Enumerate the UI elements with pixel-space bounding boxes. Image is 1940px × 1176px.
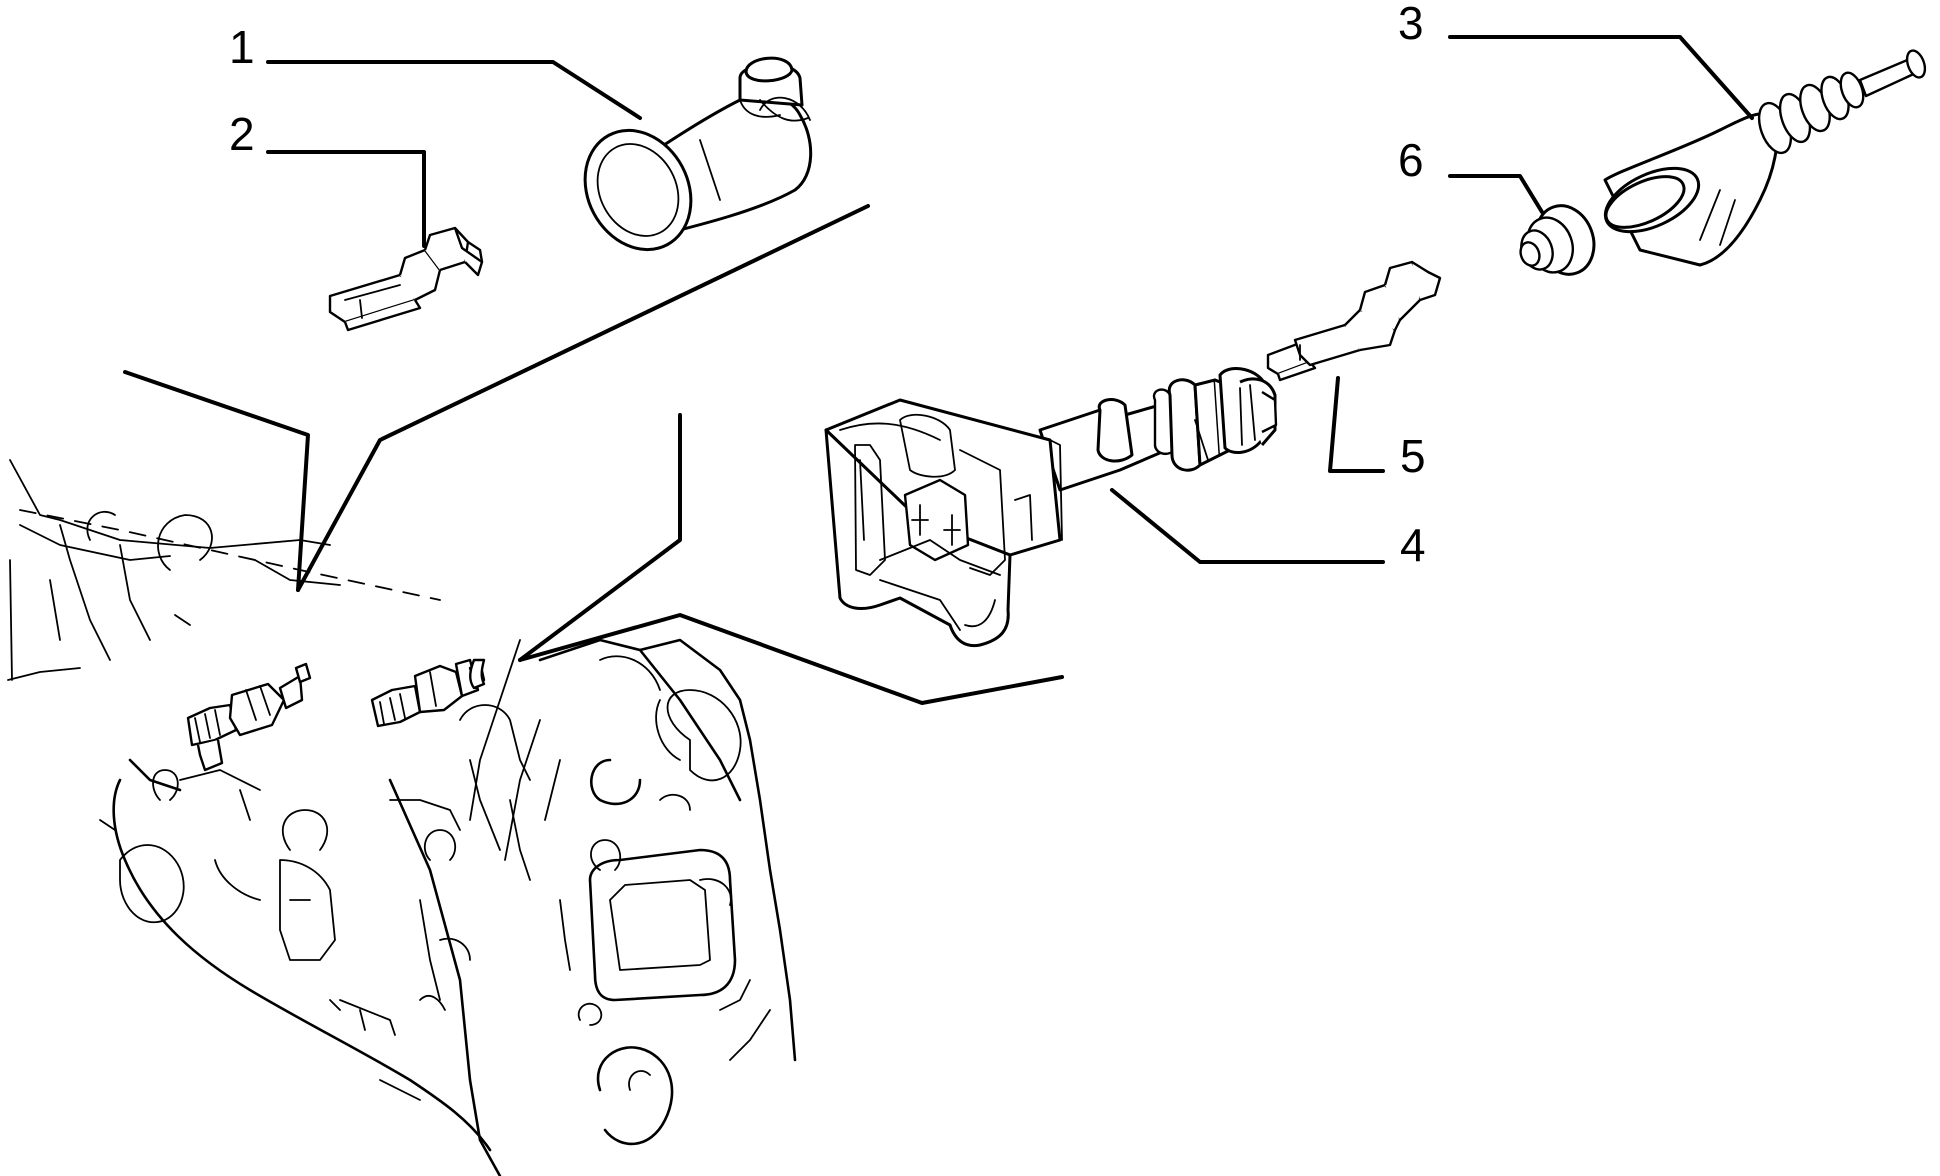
callout-6: 6 bbox=[1398, 134, 1424, 186]
part-1-rubber-boot bbox=[583, 56, 813, 252]
engine-block-illustration bbox=[7, 459, 797, 1176]
callout-2: 2 bbox=[229, 108, 255, 160]
leader-2 bbox=[266, 150, 426, 248]
callout-1: 1 bbox=[229, 21, 255, 73]
part-2-terminal bbox=[328, 226, 484, 332]
leader-1 bbox=[266, 60, 642, 120]
leader-3 bbox=[1448, 35, 1754, 120]
callout-4: 4 bbox=[1400, 519, 1426, 571]
temperature-sensor-left bbox=[186, 662, 312, 772]
callout-leaders bbox=[266, 35, 1754, 564]
part-4-connector bbox=[824, 366, 1278, 648]
part-6-grommet bbox=[1519, 204, 1596, 276]
part-5-terminal bbox=[1266, 260, 1442, 382]
zoom-lines bbox=[123, 204, 1064, 705]
callout-5: 5 bbox=[1400, 430, 1426, 482]
leader-6 bbox=[1448, 174, 1544, 214]
callout-3: 3 bbox=[1398, 0, 1424, 49]
temperature-sensor-right bbox=[370, 658, 486, 728]
leader-5 bbox=[1328, 376, 1385, 473]
leader-4 bbox=[1110, 488, 1385, 564]
part-3-bellows-boot bbox=[1603, 49, 1927, 267]
